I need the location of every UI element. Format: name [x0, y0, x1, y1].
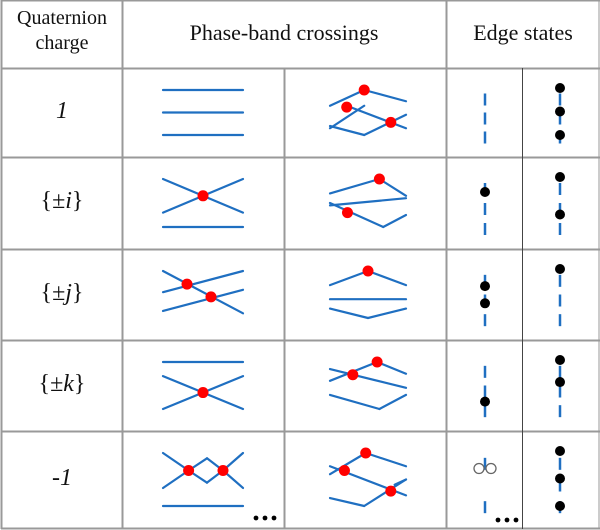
- crossing-b-band-line: [345, 104, 408, 130]
- header-quaternion-charge: Quaternion charge: [2, 6, 122, 56]
- edge-b-edge-state-dot: [555, 501, 565, 511]
- header-charge-line2: charge: [35, 32, 89, 54]
- edge-a-edge-state-dot: [480, 281, 490, 292]
- row-charge-label: {±j}: [40, 279, 84, 306]
- crossing-b-crossing-node: [373, 173, 385, 185]
- ellipsis-dot: [253, 515, 259, 521]
- crossing-b-band-line: [363, 88, 408, 103]
- crossing-a-band-line: [161, 269, 245, 315]
- edge-b-edge-state-dot: [555, 130, 565, 140]
- charge-symbol: k: [63, 370, 74, 397]
- charge-symbol: j: [65, 279, 72, 306]
- crossing-b-band-line: [363, 113, 408, 137]
- edge-a-edge-state-dot: [480, 298, 490, 309]
- crossing-b-crossing-node: [341, 207, 353, 219]
- edge-b-edge-state-dot: [555, 473, 565, 484]
- crossing-b-crossing-node: [385, 485, 397, 497]
- crossing-b-band-line: [366, 307, 408, 320]
- crossing-b-band-line: [328, 451, 367, 476]
- crossing-b-band-line: [382, 213, 408, 229]
- edge-a-edge-state-dot: [480, 187, 490, 197]
- edge-b-edge-state-dot: [555, 264, 565, 274]
- crossing-b-band-line: [328, 124, 366, 137]
- ellipsis-dot: [495, 517, 501, 523]
- row-charge-label: {±k}: [38, 370, 86, 397]
- row-charge-label: 1: [56, 97, 68, 124]
- crossing-b-band-line: [363, 478, 408, 508]
- crossing-a-band-line: [161, 288, 245, 313]
- ellipsis-dot: [513, 517, 519, 523]
- crossing-b-band-line: [328, 307, 370, 320]
- row-charge-label: -1: [52, 464, 72, 491]
- edge-a-degenerate-state: [473, 462, 485, 475]
- ellipsis-dot: [504, 517, 510, 523]
- crossing-b-band-line: [328, 496, 366, 508]
- edge-b-edge-state-dot: [555, 355, 565, 365]
- edge-b-edge-state-dot: [555, 377, 565, 388]
- crossing-b-crossing-node: [360, 447, 372, 459]
- crossing-b-crossing-node: [338, 464, 350, 476]
- ellipsis-dot: [271, 515, 277, 521]
- crossing-b-band-line: [328, 393, 381, 411]
- crossing-a-band-line: [161, 269, 245, 294]
- crossing-b-crossing-node: [362, 265, 374, 277]
- crossing-b-band-line: [328, 367, 408, 389]
- crossing-a-crossing-node: [205, 291, 217, 303]
- edge-b-edge-state-dot: [555, 83, 565, 93]
- header-phase-band-crossings: Phase-band crossings: [189, 20, 379, 45]
- crossing-a-crossing-node: [197, 190, 209, 202]
- crossing-a-crossing-node: [183, 464, 195, 476]
- crossing-b-crossing-node: [341, 101, 353, 113]
- crossing-b-band-line: [366, 269, 408, 287]
- edge-a-edge-state-dot: [480, 396, 490, 407]
- crossing-b-band-line: [328, 269, 370, 287]
- edge-b-edge-state-dot: [555, 446, 565, 456]
- crossing-b-crossing-node: [371, 356, 383, 368]
- edge-a-degenerate-state: [485, 462, 497, 475]
- crossing-a-crossing-node: [217, 464, 229, 476]
- crossing-b-crossing-node: [385, 116, 397, 128]
- row-charge-label: {±i}: [40, 188, 84, 214]
- crossing-b-band-line: [328, 88, 366, 107]
- crossing-b-band-line: [328, 201, 385, 229]
- crossing-b-band-line: [328, 177, 381, 195]
- edge-b-edge-state-dot: [555, 172, 565, 182]
- ellipsis-dot: [262, 515, 268, 521]
- header-edge-states: Edge states: [473, 20, 573, 45]
- header-charge-line1: Quaternion: [17, 7, 107, 29]
- crossing-b-crossing-node: [347, 369, 359, 381]
- crossing-b-band-line: [364, 451, 408, 468]
- edge-b-edge-state-dot: [555, 106, 565, 117]
- crossing-b-crossing-node: [358, 84, 370, 96]
- charge-symbol: i: [65, 188, 72, 214]
- crossing-a-crossing-node: [181, 278, 193, 290]
- edge-b-edge-state-dot: [555, 209, 565, 220]
- crossing-b-band-line: [378, 393, 408, 411]
- crossing-a-crossing-node: [197, 387, 209, 399]
- crossing-b-band-line: [328, 197, 408, 207]
